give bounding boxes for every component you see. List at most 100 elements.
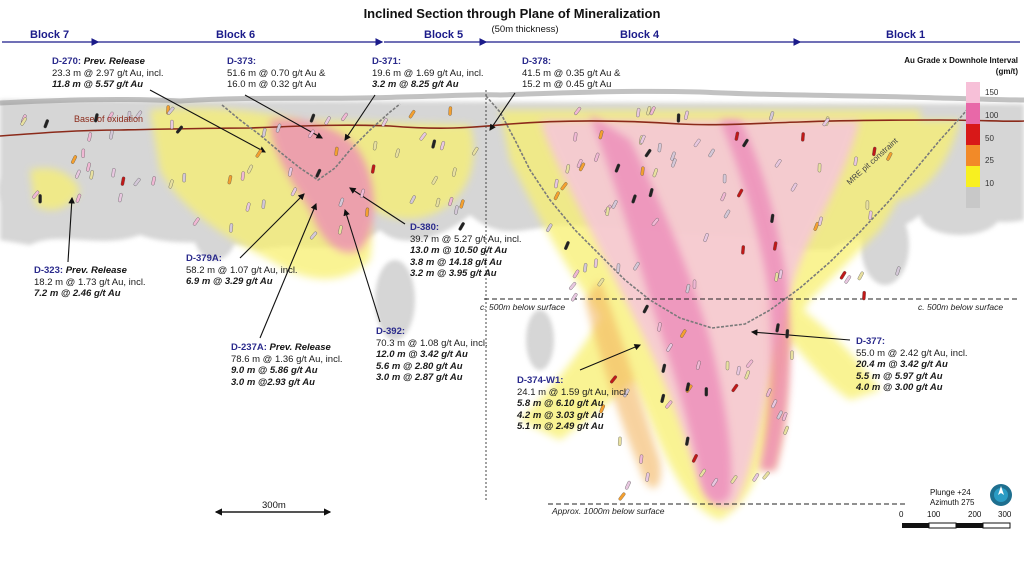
interval-high: 5.5 m @ 5.97 g/t Au bbox=[856, 370, 943, 382]
drill-intercept-marker bbox=[574, 106, 582, 116]
interval-high: 9.0 m @ 5.86 g/t Au bbox=[231, 365, 318, 376]
drill-intercept-marker bbox=[338, 197, 345, 207]
label-d378: D-378: 41.5 m @ 0.35 g/t Au & 15.2 m @ 0… bbox=[522, 56, 620, 91]
drill-intercept-marker bbox=[776, 410, 783, 420]
interval-main: 23.3 m @ 2.97 g/t Au, incl. bbox=[52, 67, 164, 79]
drill-intercept-marker bbox=[723, 209, 731, 219]
label-d379a: D-379A: 58.2 m @ 1.07 g/t Au, incl. 6.9 … bbox=[186, 253, 298, 288]
drill-intercept-marker bbox=[618, 436, 622, 446]
drill-intercept-marker bbox=[651, 217, 659, 226]
scale-ruler bbox=[902, 522, 1011, 529]
drill-intercept-marker bbox=[597, 278, 605, 287]
drill-intercept-marker bbox=[868, 210, 873, 220]
drill-intercept-marker bbox=[431, 139, 437, 149]
drill-intercept-marker bbox=[240, 171, 245, 181]
drill-intercept-marker bbox=[646, 106, 652, 116]
drill-intercept-marker bbox=[308, 129, 315, 138]
drill-intercept-marker bbox=[227, 175, 233, 185]
drill-intercept-marker bbox=[334, 146, 339, 157]
drill-intercept-marker bbox=[693, 138, 701, 147]
drill-intercept-marker bbox=[593, 258, 598, 268]
drill-intercept-marker bbox=[639, 454, 644, 464]
legend-swatches bbox=[966, 82, 980, 208]
drill-intercept-marker bbox=[783, 425, 789, 435]
block-4-label: Block 4 bbox=[620, 29, 660, 41]
drill-intercept-marker bbox=[623, 388, 630, 398]
legend-title: Au Grade x Downhole Interval bbox=[904, 56, 1018, 65]
drill-intercept-marker bbox=[564, 241, 570, 250]
interval-main: 51.6 m @ 0.70 g/t Au & bbox=[227, 67, 326, 79]
drill-intercept-marker bbox=[371, 164, 376, 174]
drill-intercept-marker bbox=[135, 110, 143, 119]
depth-500m-label-right: c. 500m below surface bbox=[918, 302, 1004, 312]
drill-intercept-marker bbox=[452, 167, 457, 177]
drill-intercept-marker bbox=[275, 123, 282, 133]
drill-intercept-marker bbox=[720, 192, 727, 202]
legend-unit: (gm/t) bbox=[995, 67, 1018, 76]
drill-intercept-marker bbox=[770, 213, 775, 224]
drill-intercept-marker bbox=[742, 138, 749, 148]
drill-intercept-marker bbox=[886, 152, 893, 161]
interval-main: 58.2 m @ 1.07 g/t Au, incl. bbox=[186, 264, 298, 276]
drill-intercept-marker bbox=[746, 359, 754, 368]
drill-intercept-marker bbox=[38, 194, 42, 204]
drill-intercept-marker bbox=[734, 131, 740, 141]
base-of-oxidation-line bbox=[0, 119, 1024, 137]
drill-intercept-marker bbox=[71, 155, 77, 164]
drill-intercept-marker bbox=[554, 178, 559, 189]
drill-intercept-marker bbox=[736, 365, 741, 376]
drill-intercept-marker bbox=[657, 322, 662, 332]
interval-high: 5.6 m @ 2.80 g/t Au bbox=[376, 360, 463, 372]
hole-id: D-377: bbox=[856, 336, 886, 347]
legend-value-25: 25 bbox=[985, 156, 994, 165]
drill-intercept-marker bbox=[341, 112, 348, 122]
drill-intercept-marker bbox=[394, 148, 400, 158]
prev-release: Prev. Release bbox=[269, 342, 331, 353]
drill-intercept-marker bbox=[661, 363, 667, 373]
label-d323: D-323: Prev. Release 18.2 m @ 1.73 g/t A… bbox=[34, 265, 146, 300]
drill-intercept-marker bbox=[605, 206, 610, 216]
base-of-oxidation-label: Base of oxidation bbox=[74, 114, 144, 124]
hole-id: D-378: bbox=[522, 56, 552, 67]
legend-value-150: 150 bbox=[985, 88, 999, 97]
drill-intercept-marker bbox=[409, 195, 416, 204]
interval-high: 3.2 m @ 3.95 g/t Au bbox=[410, 268, 497, 279]
drill-intercept-marker bbox=[790, 182, 798, 192]
drill-intercept-marker bbox=[448, 106, 453, 116]
interval-high: 4.0 m @ 3.00 g/t Au bbox=[856, 382, 943, 393]
hole-id: D-323: bbox=[34, 265, 64, 276]
drill-intercept-marker bbox=[20, 117, 27, 126]
block-1-label: Block 1 bbox=[886, 29, 926, 41]
legend-value-100: 100 bbox=[985, 111, 999, 120]
drill-intercept-marker bbox=[261, 128, 267, 138]
diagram-title: Inclined Section through Plane of Minera… bbox=[363, 6, 661, 21]
interval-high: 12.0 m @ 3.42 g/t Au bbox=[376, 349, 468, 360]
interval-high: 5.1 m @ 2.49 g/t Au bbox=[517, 421, 604, 432]
hole-id: D-371: bbox=[372, 56, 402, 67]
hole-id: D-237A: bbox=[231, 342, 267, 353]
drill-intercept-marker bbox=[440, 141, 446, 151]
interval-main: 39.7 m @ 5.27 g/t Au, incl. bbox=[410, 233, 522, 245]
hole-id: D-270: bbox=[52, 56, 82, 67]
drill-intercept-marker bbox=[657, 142, 662, 153]
drill-intercept-marker bbox=[255, 149, 263, 158]
drill-intercept-marker bbox=[431, 175, 438, 185]
legend-swatch bbox=[966, 187, 980, 208]
drill-intercept-marker bbox=[676, 113, 681, 123]
drill-intercept-marker bbox=[771, 399, 778, 409]
interval-main: 19.6 m @ 1.69 g/t Au, incl. bbox=[372, 67, 484, 79]
drill-intercept-marker bbox=[725, 360, 730, 371]
drill-intercept-marker bbox=[578, 162, 586, 172]
label-d237a: D-237A: Prev. Release 78.6 m @ 1.36 g/t … bbox=[231, 342, 343, 388]
drill-hole-markers bbox=[20, 105, 901, 501]
drill-intercept-marker bbox=[769, 111, 775, 121]
drill-intercept-marker bbox=[644, 148, 652, 158]
drill-intercept-marker bbox=[93, 113, 99, 123]
drill-intercept-marker bbox=[618, 492, 626, 501]
drill-intercept-marker bbox=[89, 170, 94, 180]
drill-intercept-marker bbox=[611, 200, 618, 209]
drill-intercept-marker bbox=[895, 266, 901, 276]
drill-intercept-marker bbox=[813, 221, 820, 231]
drill-intercept-marker bbox=[168, 179, 174, 189]
